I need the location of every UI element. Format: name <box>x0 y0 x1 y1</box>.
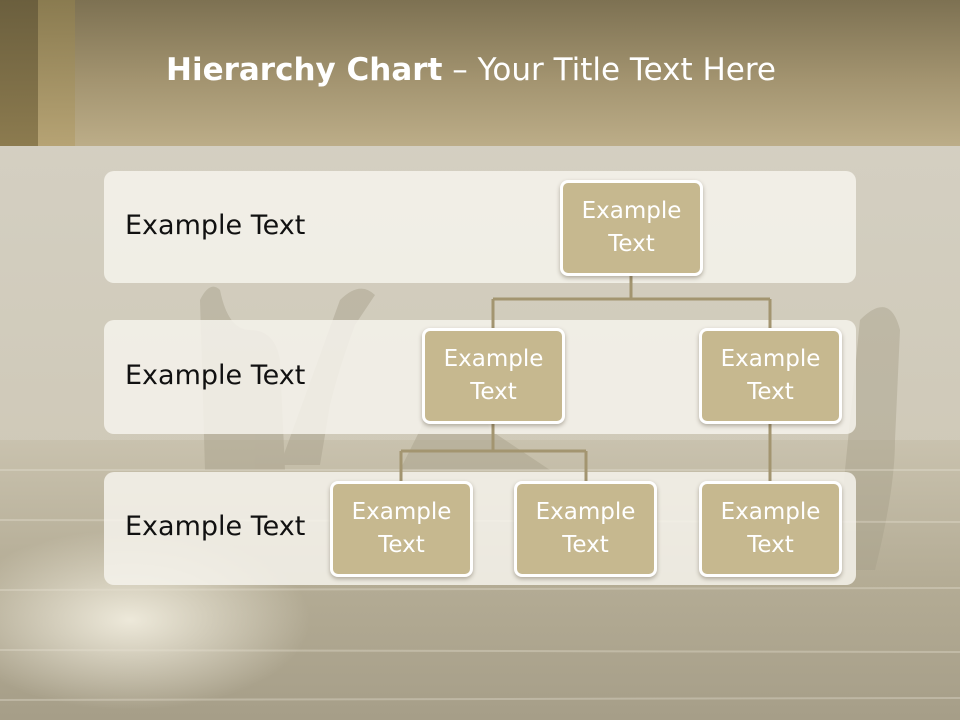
node-text-line1: Example <box>351 499 452 525</box>
title-banner <box>0 0 960 146</box>
slide-title: Hierarchy Chart – Your Title Text Here <box>166 52 776 102</box>
banner-accent-stripe <box>38 0 75 146</box>
node-text-line2: Text <box>747 379 794 405</box>
node-text-line2: Text <box>470 379 517 405</box>
level-label-1: Example Text <box>125 210 306 241</box>
level-band-1 <box>104 171 856 283</box>
node-text-line1: Example <box>720 346 821 372</box>
title-separator: – <box>442 52 478 88</box>
node-text-line2: Text <box>747 532 794 558</box>
node-text-line1: Example <box>581 198 682 224</box>
node-text-line1: Example <box>535 499 636 525</box>
level-label-3: Example Text <box>125 511 306 542</box>
node-text-line2: Text <box>608 231 655 257</box>
node-text-line1: Example <box>443 346 544 372</box>
title-rest-part: Your Title Text Here <box>477 52 776 88</box>
banner-accent-stripe <box>0 0 38 146</box>
connector-root-to-mid <box>491 276 772 328</box>
connector-midleft-to-leaves <box>399 423 588 481</box>
node-text-line1: Example <box>720 499 821 525</box>
level-label-2: Example Text <box>125 360 306 391</box>
title-bold-part: Hierarchy Chart <box>166 52 443 88</box>
node-text-line2: Text <box>562 532 609 558</box>
node-text-line2: Text <box>378 532 425 558</box>
